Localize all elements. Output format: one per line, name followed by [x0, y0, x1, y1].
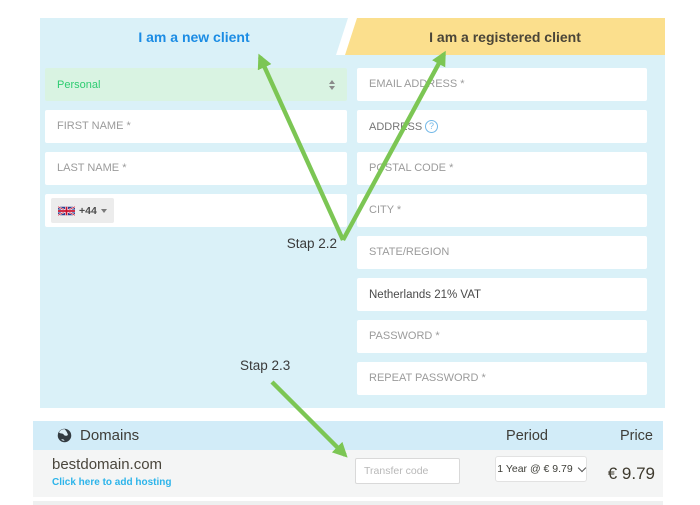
- first-name-input[interactable]: [45, 110, 347, 143]
- step-2-2-label: Stap 2.2: [286, 236, 337, 251]
- domain-price: € 9.79: [607, 463, 655, 483]
- account-type-select[interactable]: Personal: [45, 68, 347, 101]
- phone-field: +44: [45, 194, 347, 227]
- tab-registered-client-label: I am a registered client: [429, 28, 581, 45]
- globe-icon: [57, 428, 72, 443]
- client-form-panel: [40, 55, 665, 408]
- select-stepper-icon: [329, 79, 335, 90]
- next-row-divider: [33, 501, 663, 505]
- period-select-value: 1 Year @ € 9.79: [497, 463, 573, 475]
- domains-header-bar: Domains Period Price: [33, 421, 663, 450]
- add-hosting-link[interactable]: Click here to add hosting: [52, 477, 172, 488]
- domain-row: bestdomain.com Click here to add hosting…: [33, 450, 663, 497]
- vat-country-select[interactable]: Netherlands 21% VAT: [357, 278, 647, 311]
- domain-name: bestdomain.com: [52, 456, 163, 473]
- uk-flag-icon: [58, 205, 75, 216]
- email-input[interactable]: [357, 68, 647, 101]
- domains-section-title: Domains: [80, 427, 140, 444]
- chevron-down-icon: [577, 463, 586, 472]
- step-2-3-label: Stap 2.3: [240, 358, 291, 373]
- phone-country-dropdown[interactable]: +44: [51, 198, 114, 223]
- tab-new-client[interactable]: I am a new client: [40, 18, 348, 55]
- address-input[interactable]: [357, 110, 647, 143]
- tab-new-client-label: I am a new client: [138, 28, 250, 45]
- transfer-code-input[interactable]: [355, 458, 460, 484]
- price-column-header: Price: [619, 427, 653, 444]
- postal-code-input[interactable]: [357, 152, 647, 185]
- password-input[interactable]: [357, 320, 647, 353]
- repeat-password-input[interactable]: [357, 362, 647, 395]
- account-type-value: Personal: [57, 78, 101, 91]
- period-column-header: Period: [506, 427, 548, 444]
- period-select[interactable]: 1 Year @ € 9.79: [495, 456, 587, 482]
- last-name-input[interactable]: [45, 152, 347, 185]
- tab-registered-client[interactable]: I am a registered client: [345, 18, 665, 55]
- address-field: ?: [357, 110, 647, 143]
- state-region-input[interactable]: [357, 236, 647, 269]
- chevron-down-icon: [100, 208, 107, 213]
- vat-country-value: Netherlands 21% VAT: [369, 288, 482, 301]
- phone-number-input[interactable]: [113, 194, 341, 227]
- city-input[interactable]: [357, 194, 647, 227]
- phone-prefix-value: +44: [79, 204, 97, 217]
- address-help-icon[interactable]: ?: [425, 120, 438, 133]
